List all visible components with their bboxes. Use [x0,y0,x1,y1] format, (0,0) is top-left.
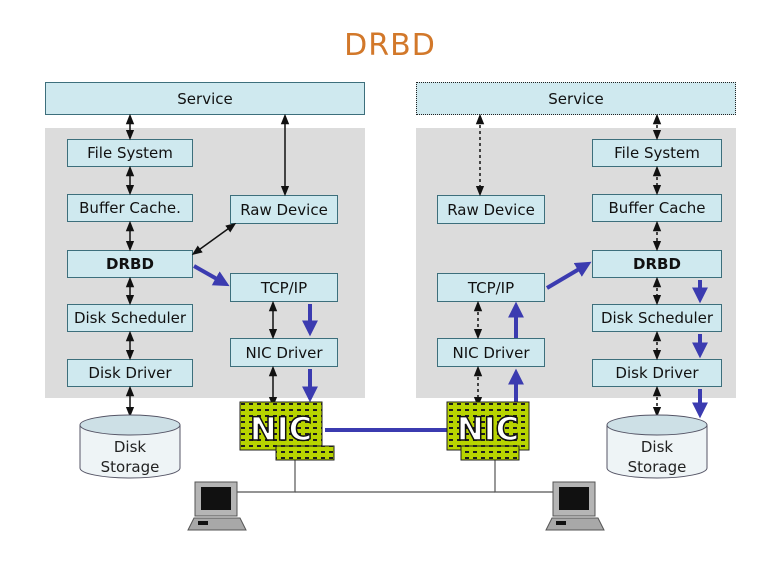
left-raw-drbd-arrow [191,222,237,256]
left-lan-line [236,460,296,493]
left-nic-card-icon: NIC [239,401,335,461]
right-raw-device-box: Raw Device [437,195,545,224]
right-file-system-box: File System [592,139,722,167]
right-lan-line [494,460,560,493]
right-disk-storage-icon: Disk Storage [606,414,708,479]
right-nic-label: NIC [457,410,519,448]
right-disk-label-line2: Storage [628,458,687,476]
left-drbd-tcp-replication-arrow [193,264,230,287]
left-computer-icon [187,481,247,531]
right-tcp-drbd-replication-arrow [545,261,592,290]
left-raw-device-box: Raw Device [230,195,338,224]
left-file-system-box: File System [67,139,193,167]
diagram-title: DRBD [344,28,436,63]
left-disk-label-line2: Storage [101,458,160,476]
left-nic-label: NIC [250,410,312,448]
left-disk-storage-icon: Disk Storage [79,414,181,479]
left-nic-driver-box: NIC Driver [230,338,338,367]
right-service-box: Service [416,82,736,115]
left-disk-driver-box: Disk Driver [67,359,193,387]
right-nic-card-icon: NIC [446,401,530,461]
right-disk-driver-box: Disk Driver [592,359,722,387]
left-tcp-ip-box: TCP/IP [230,273,338,302]
right-nic-driver-box: NIC Driver [437,338,545,367]
right-computer-icon [545,481,605,531]
left-service-box: Service [45,82,365,115]
right-tcp-ip-box: TCP/IP [437,273,545,302]
right-disk-label-line1: Disk [641,438,674,456]
left-disk-label-line1: Disk [114,438,147,456]
left-drbd-box: DRBD [67,250,193,278]
